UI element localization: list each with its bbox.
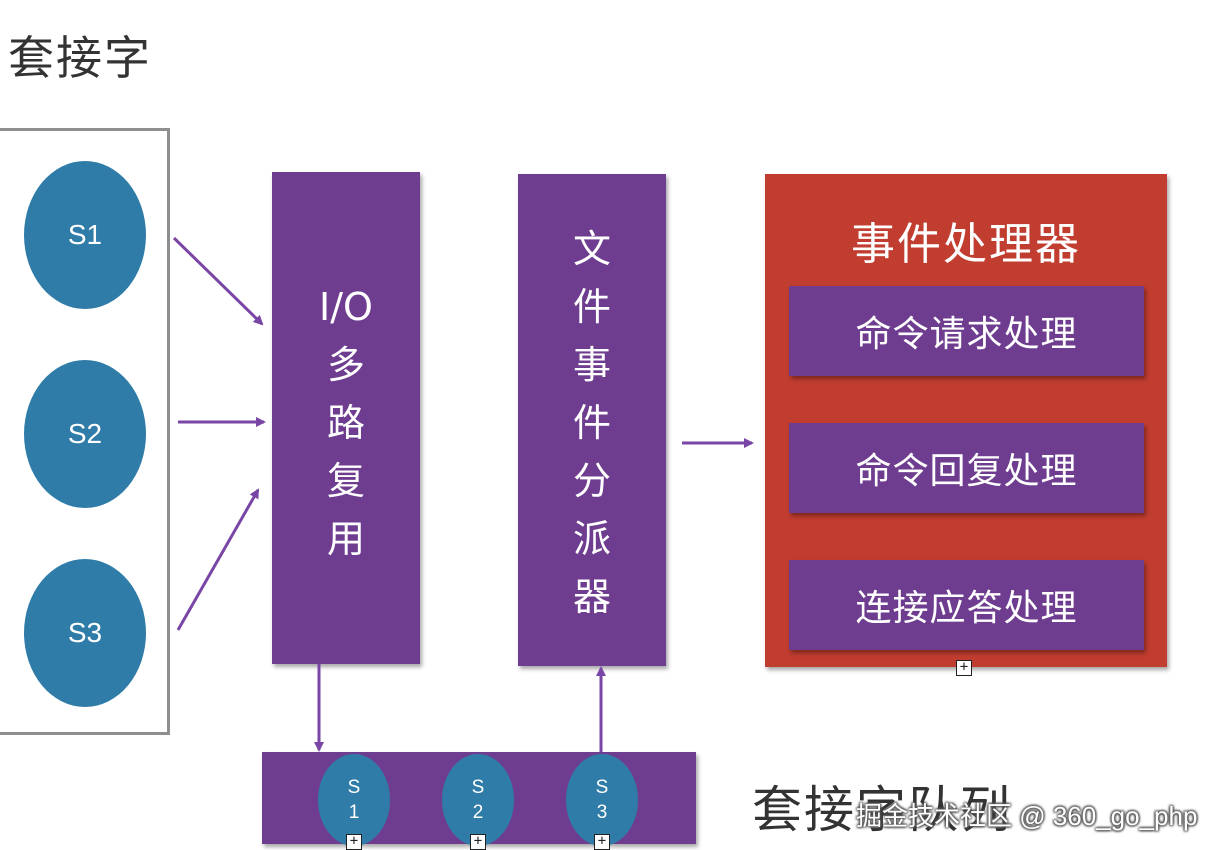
io-multiplexer-label: I/O 多 路 复 用 [319,285,373,561]
socket-s3: S3 [24,559,146,707]
plus-box-icon[interactable]: + [594,834,610,850]
plus-box-icon[interactable]: + [470,834,486,850]
queue-socket-s3: S 3 [566,754,638,846]
queue-socket-s2-label: S 2 [471,777,485,823]
socket-s1: S1 [24,161,146,309]
queue-socket-s2: S 2 [442,754,514,846]
arrow-icon [172,236,264,326]
queue-socket-s1-label: S 1 [347,777,361,823]
file-event-dispatcher-box: 文 件 事 件 分 派 器 [518,174,666,666]
io-multiplexer-box: I/O 多 路 复 用 [272,172,420,664]
plus-box-icon[interactable]: + [346,834,362,850]
socket-queue-label: 套接字队列 [752,781,1012,839]
plus-box-icon[interactable]: + [956,660,972,676]
page-title: 套接字 [8,31,152,85]
connection-accept-handler: 连接应答处理 [789,560,1144,650]
command-request-handler: 命令请求处理 [789,286,1144,376]
queue-socket-s1: S 1 [318,754,390,846]
watermark: 掘金技术社区 @ 360_go_php [856,801,1198,831]
file-event-dispatcher-label: 文 件 事 件 分 派 器 [572,227,611,619]
queue-socket-s3-label: S 3 [595,777,609,823]
event-handler-box: 事件处理器 命令请求处理 命令回复处理 连接应答处理 [765,174,1167,667]
arrow-icon [176,488,260,631]
socket-s2: S2 [24,360,146,508]
command-reply-handler: 命令回复处理 [789,423,1144,513]
event-handler-title: 事件处理器 [851,219,1081,270]
